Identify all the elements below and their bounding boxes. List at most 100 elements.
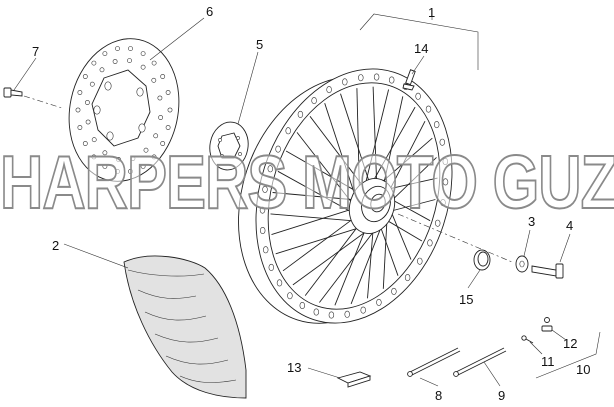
callout-14: 14 [414, 41, 428, 56]
callout-labels: 1 2 3 4 5 6 7 8 9 10 11 12 13 14 15 [32, 4, 590, 403]
rim-hole [328, 311, 335, 319]
rim-hole [275, 145, 281, 153]
rim-hole [435, 219, 441, 227]
spoke [282, 214, 359, 272]
spoke-nipple-12 [541, 317, 553, 332]
wheel-rim [238, 68, 513, 324]
spoke [372, 86, 378, 187]
brake-disc [68, 38, 180, 182]
rim-hole [267, 165, 273, 173]
rim-hole [442, 158, 448, 166]
wheel-weight [336, 371, 372, 388]
tyre [123, 255, 247, 399]
disc-hole [102, 150, 108, 156]
callout-7: 7 [32, 44, 39, 59]
callout-11: 11 [541, 354, 555, 369]
disc-hole [91, 154, 97, 160]
rim-hole [259, 206, 266, 214]
spoke [292, 225, 374, 286]
disc-hole [151, 77, 157, 83]
disc-hole [99, 67, 105, 73]
rim-hole [425, 105, 432, 113]
spoke [381, 96, 404, 191]
spoke-long-9 [453, 347, 507, 377]
disc-hole [85, 119, 91, 125]
spoke [376, 137, 433, 188]
rim-hole [263, 246, 269, 254]
disc-hole [91, 137, 97, 143]
rim-hole [285, 127, 291, 135]
spoke [350, 218, 385, 305]
disc-hole [128, 168, 133, 174]
spoke [369, 106, 416, 187]
callout-10: 10 [576, 362, 590, 377]
callout-13: 13 [287, 360, 301, 375]
spoke [285, 150, 360, 194]
disc-hole [157, 95, 163, 101]
spoke [367, 225, 374, 299]
spoke [272, 192, 357, 201]
disc-hole [160, 141, 166, 146]
disc-hole [165, 90, 171, 95]
rim-hole [434, 121, 440, 129]
spoke [378, 223, 399, 276]
rim-hole [276, 279, 283, 287]
disc-hole [151, 154, 157, 160]
watermark: HARPERS MOTO GUZZI© [0, 140, 614, 226]
disc-spacer [209, 121, 249, 171]
rim-hole [415, 92, 421, 100]
disc-hole [165, 125, 171, 130]
disc-hole [115, 46, 120, 51]
spoke [296, 132, 357, 209]
disc-hole [77, 90, 83, 95]
rim-hole [373, 73, 380, 81]
rim-hole [440, 199, 446, 207]
callout-3: 3 [528, 214, 535, 229]
rim-hole [391, 287, 397, 295]
spoke [270, 213, 363, 223]
disc-hole [116, 156, 121, 162]
spoke [385, 120, 426, 197]
callout-15: 15 [459, 292, 473, 307]
callout-12: 12 [563, 336, 577, 351]
disc-hole [115, 168, 120, 174]
rim-hole [326, 86, 332, 94]
disc-hole [75, 107, 81, 113]
disc-hole [82, 141, 88, 146]
disc-hole [143, 147, 149, 153]
disc-hole [130, 156, 136, 161]
rim-hole [417, 257, 423, 265]
rim-hole [342, 78, 348, 86]
disc-hole [127, 58, 132, 63]
rim-hole [311, 97, 317, 105]
disc-hole [167, 107, 173, 113]
spoke [309, 116, 365, 189]
callout-4: 4 [566, 218, 573, 233]
disc-hole [151, 60, 157, 66]
callout-5: 5 [256, 37, 263, 52]
wheel-spacer [515, 255, 529, 273]
disc-hole [158, 115, 163, 120]
rim-hole [287, 292, 293, 300]
disc-hole [102, 163, 108, 169]
disc-hole [140, 163, 146, 169]
disc-hole [153, 133, 159, 139]
rim-hole [427, 239, 433, 247]
rim-hole [360, 306, 366, 314]
spoke [324, 103, 358, 201]
spoke [384, 218, 423, 242]
disc-hole [82, 74, 88, 79]
spoke [277, 170, 359, 216]
disc-bolt [3, 87, 63, 109]
rim-hole [260, 227, 266, 235]
rim-hole [376, 298, 382, 306]
disc-hole [77, 125, 83, 130]
spoke [275, 224, 368, 255]
callout-6: 6 [206, 4, 213, 19]
rim-hole [358, 74, 364, 82]
valve-stem [402, 69, 416, 91]
spoke [387, 157, 437, 205]
rim-hole [297, 110, 304, 118]
